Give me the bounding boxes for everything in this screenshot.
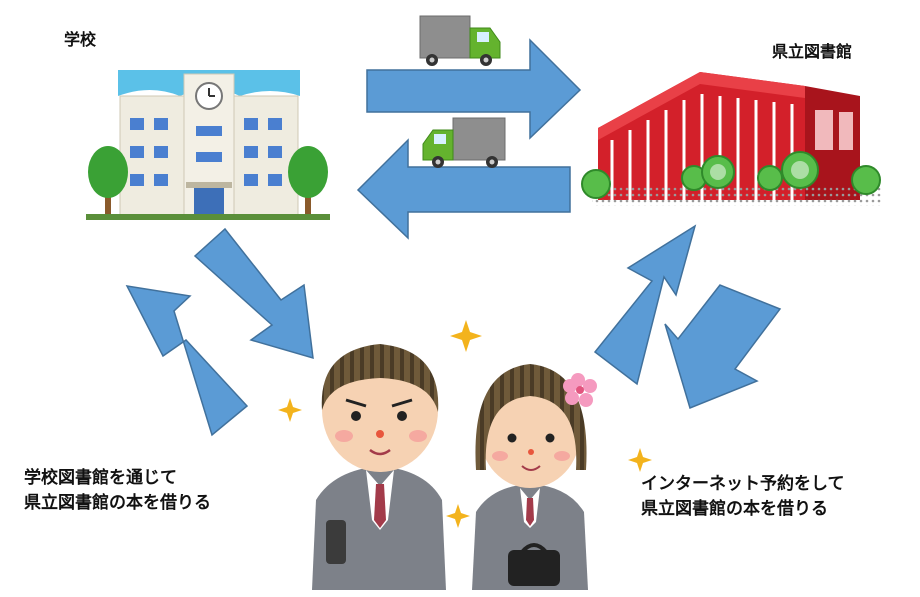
school-building-icon	[86, 70, 330, 220]
truck-icon	[419, 15, 506, 168]
library-label: 県立図書館	[772, 42, 853, 61]
arrow-library-to-school	[356, 138, 571, 240]
arrow-school-to-students	[193, 227, 314, 360]
caption-internet-route-line-1: インターネット予約をして	[641, 474, 845, 494]
arrow-school-to-library	[366, 38, 582, 140]
arrow-library-to-students	[664, 284, 782, 410]
arrow-students-to-library	[593, 224, 697, 386]
sparkle-icon	[278, 320, 652, 528]
library-building-icon	[581, 72, 882, 206]
students-icon	[312, 344, 597, 590]
caption-internet-route: インターネット予約をして 県立図書館の本を借りる	[641, 472, 845, 522]
flow-arrows	[125, 38, 782, 437]
caption-school-route-line-1: 学校図書館を通じて	[24, 468, 177, 488]
caption-school-route: 学校図書館を通じて 県立図書館の本を借りる	[24, 466, 211, 516]
arrow-students-to-school	[125, 285, 249, 437]
school-label: 学校	[64, 30, 97, 49]
caption-internet-route-line-2: 県立図書館の本を借りる	[641, 499, 828, 519]
caption-school-route-line-2: 県立図書館の本を借りる	[24, 493, 211, 513]
